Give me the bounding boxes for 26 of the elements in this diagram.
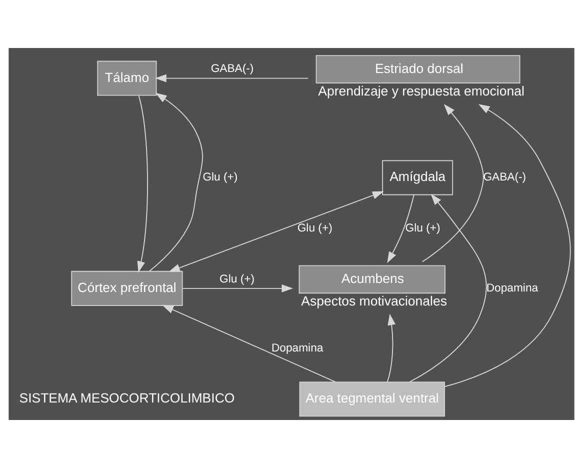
- node-label: Aprendizaje y respuesta emocional: [318, 83, 524, 98]
- arrow: [386, 313, 396, 382]
- edge-label: Dopamina: [271, 342, 324, 354]
- edge-label: Glu (+): [220, 272, 255, 285]
- arrow: [182, 284, 294, 292]
- node-box: Area tegmental ventral: [299, 381, 446, 416]
- edge-label: Glu (+): [202, 171, 238, 184]
- edge-label: Glu (+): [297, 222, 332, 234]
- arrow: [137, 94, 148, 272]
- arrow: [155, 74, 309, 82]
- edge-label: GABA(-): [483, 171, 526, 184]
- label: SISTEMA MESOCORTICOLIMBICO: [19, 390, 235, 406]
- arrow: [408, 193, 487, 382]
- node-label: Aspectos motivacionales: [301, 293, 447, 308]
- node-box: Tálamo: [97, 60, 157, 96]
- node-box: Córtex prefrontal: [71, 270, 183, 306]
- arrow: [387, 194, 414, 263]
- arrow: [162, 304, 336, 382]
- edge-label: Glu (+): [405, 222, 440, 234]
- edge-label: GABA(-): [210, 62, 254, 75]
- arrow: [168, 190, 384, 272]
- edge-label: Dopamina: [486, 282, 538, 294]
- arrow: [444, 104, 571, 387]
- node-box: Amígdala: [382, 160, 454, 195]
- arrow: [148, 92, 204, 272]
- arrow: [422, 104, 484, 262]
